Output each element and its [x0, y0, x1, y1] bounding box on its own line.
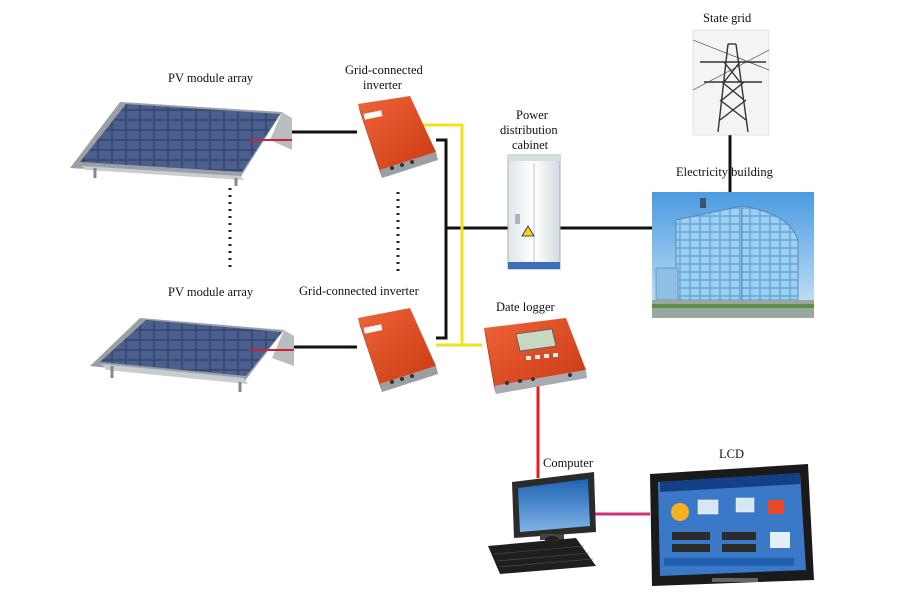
ac-bus-top — [436, 138, 448, 228]
distribution-cabinet-icon — [507, 154, 561, 270]
pv-array-bottom-label: PV module array — [168, 285, 254, 299]
pv-array-top-icon — [70, 102, 292, 186]
data-logger-icon — [484, 318, 587, 394]
signal-line-inverters — [418, 123, 464, 347]
cabinet-label-line2: distribution — [500, 123, 558, 137]
office-building-icon — [652, 192, 814, 318]
building-label: Electricity building — [676, 165, 773, 179]
inverter-bottom-label: Grid-connected inverter — [299, 284, 419, 298]
lcd-monitor-icon — [650, 464, 814, 586]
pv-array-bottom-icon — [90, 318, 294, 392]
state-grid-label: State grid — [703, 11, 752, 25]
date-logger-label: Date logger — [496, 300, 555, 314]
connection-lines — [228, 123, 732, 516]
inverter-bottom-icon — [358, 308, 438, 392]
inverter-top-label-line2: inverter — [363, 78, 402, 92]
desktop-computer-icon — [488, 472, 596, 574]
transmission-tower-icon — [692, 29, 770, 136]
inverter-top-icon — [358, 96, 438, 178]
pv-array-top-label: PV module array — [168, 71, 254, 85]
inverter-top-label-line1: Grid-connected — [345, 63, 423, 77]
cabinet-label-line1: Power — [516, 108, 548, 122]
ac-bus-bottom — [436, 228, 448, 340]
computer-label: Computer — [543, 456, 593, 470]
lcd-label: LCD — [719, 447, 744, 461]
cabinet-label-line3: cabinet — [512, 138, 549, 152]
